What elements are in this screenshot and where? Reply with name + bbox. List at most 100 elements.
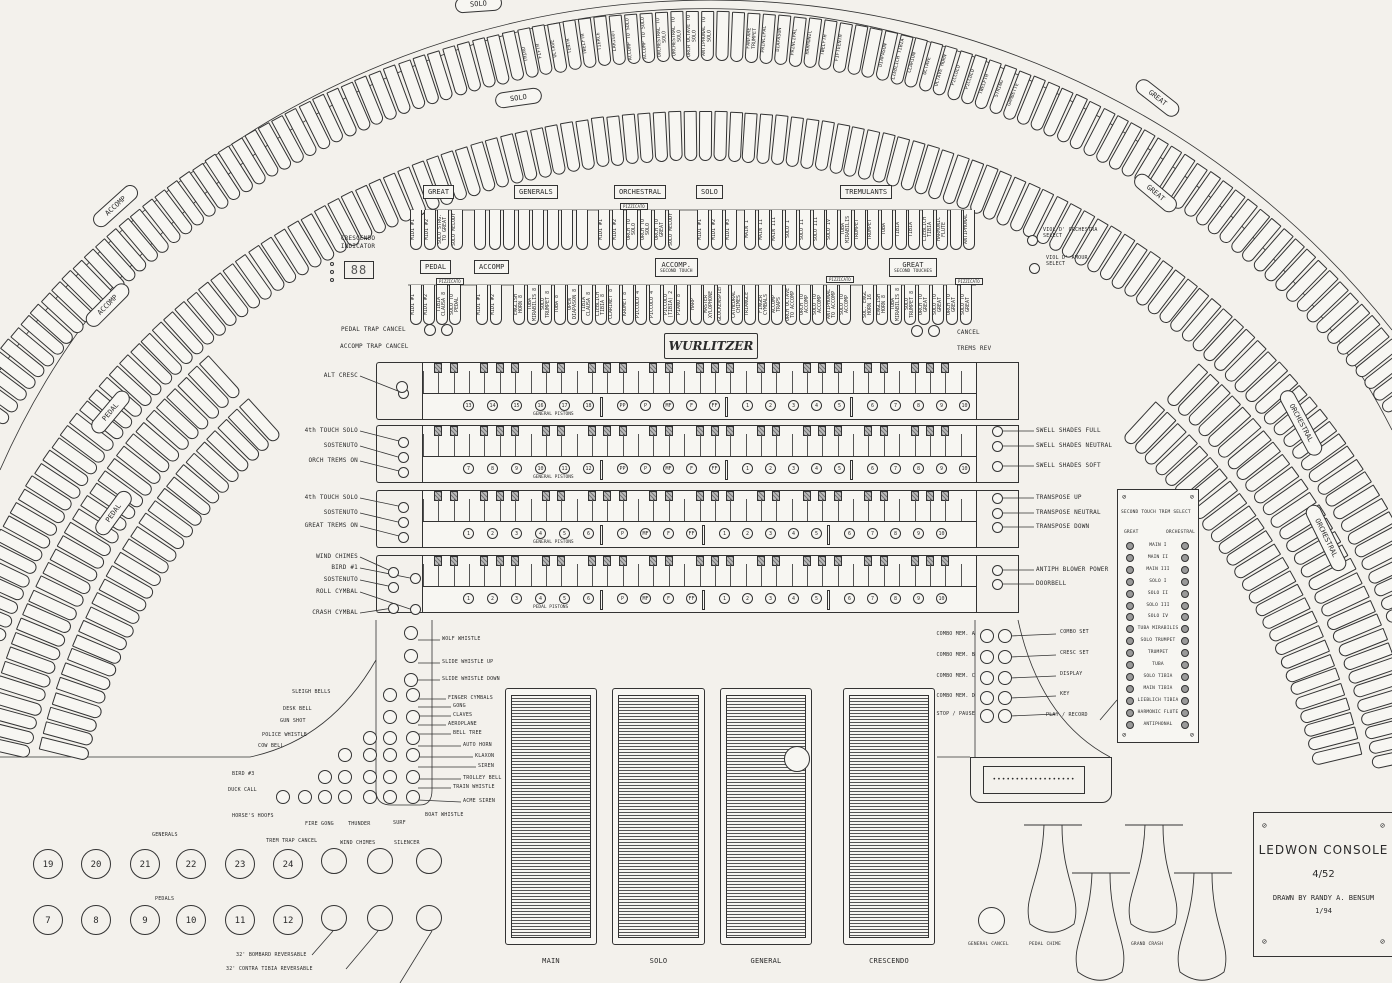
stop-tab-solo[interactable]: MIDI #1 bbox=[697, 210, 709, 250]
white-key[interactable] bbox=[837, 434, 854, 456]
great-trem-toggle[interactable] bbox=[1126, 577, 1134, 586]
stop-tab-great_second[interactable]: ORCH TO GREAT bbox=[946, 285, 958, 325]
stop-tab[interactable]: ANTIPHONAL TO SOLO bbox=[700, 10, 715, 62]
orchestral-trem-toggle[interactable] bbox=[1181, 649, 1189, 658]
stop-tab-generals[interactable] bbox=[561, 210, 573, 250]
orchestral-trem-toggle[interactable] bbox=[1181, 542, 1189, 550]
white-key[interactable] bbox=[484, 371, 500, 393]
white-key[interactable] bbox=[822, 434, 838, 456]
stop-tab-tremulants[interactable]: TIBIA bbox=[894, 210, 907, 250]
piston[interactable]: FF bbox=[686, 528, 697, 539]
piston[interactable]: FF bbox=[686, 593, 697, 604]
piston[interactable]: 10 bbox=[535, 463, 546, 474]
white-key[interactable] bbox=[545, 564, 562, 586]
control-button[interactable] bbox=[992, 493, 1003, 504]
white-key[interactable] bbox=[945, 499, 961, 521]
piston[interactable]: 14 bbox=[487, 400, 498, 411]
control-button[interactable] bbox=[398, 452, 409, 463]
control-button[interactable] bbox=[388, 582, 399, 593]
effect-button[interactable] bbox=[363, 770, 377, 784]
white-key[interactable] bbox=[607, 564, 623, 586]
white-key[interactable] bbox=[960, 564, 977, 586]
orchestral-trem-toggle[interactable] bbox=[1181, 720, 1189, 729]
white-key[interactable] bbox=[684, 371, 700, 393]
effect-button[interactable] bbox=[383, 748, 397, 762]
effect-button[interactable] bbox=[338, 770, 352, 784]
effect-button[interactable] bbox=[406, 748, 420, 762]
piston[interactable]: P bbox=[617, 593, 628, 604]
piston[interactable]: 8 bbox=[487, 463, 498, 474]
stop-tab-great[interactable]: SOLO MELODY bbox=[450, 210, 463, 250]
white-key[interactable] bbox=[945, 434, 961, 456]
stop-tab-tremulants[interactable]: SOLO II bbox=[798, 210, 811, 250]
piston[interactable]: 6 bbox=[867, 463, 878, 474]
piston[interactable]: 5 bbox=[834, 400, 845, 411]
white-key[interactable] bbox=[929, 434, 946, 456]
white-key[interactable] bbox=[684, 434, 700, 456]
great-trem-toggle[interactable] bbox=[1126, 553, 1134, 562]
piston[interactable]: 9 bbox=[913, 528, 924, 539]
white-key[interactable] bbox=[883, 499, 900, 521]
effect-button[interactable] bbox=[406, 731, 420, 745]
piston[interactable]: 5 bbox=[811, 528, 822, 539]
stop-tab-tremulants[interactable]: TIBIA bbox=[908, 210, 921, 250]
stop-tab-orchestral[interactable]: MIDI #1 bbox=[598, 210, 610, 250]
cancel-button[interactable] bbox=[911, 325, 923, 337]
white-key[interactable] bbox=[499, 434, 516, 456]
piston[interactable]: 15 bbox=[511, 400, 522, 411]
white-key[interactable] bbox=[730, 564, 746, 586]
orchestral-trem-toggle[interactable] bbox=[1181, 708, 1189, 717]
white-key[interactable] bbox=[945, 564, 961, 586]
orchestral-trem-toggle[interactable] bbox=[1181, 637, 1189, 646]
white-key[interactable] bbox=[883, 371, 900, 393]
white-key[interactable] bbox=[622, 434, 639, 456]
white-key[interactable] bbox=[499, 371, 516, 393]
stop-tab-tremulants[interactable]: MAIN II bbox=[757, 210, 770, 250]
white-key[interactable] bbox=[530, 434, 547, 456]
white-key[interactable] bbox=[499, 499, 516, 521]
white-key[interactable] bbox=[561, 371, 577, 393]
white-key[interactable] bbox=[438, 499, 454, 521]
white-key[interactable] bbox=[822, 499, 838, 521]
great-trem-toggle[interactable] bbox=[1126, 565, 1134, 574]
stop-tab-tremulants[interactable]: MAIN I bbox=[744, 210, 756, 250]
great-trem-toggle[interactable] bbox=[1126, 637, 1134, 646]
stop-tab-accomp_second[interactable]: CLARINET 8 bbox=[608, 285, 621, 325]
white-key[interactable] bbox=[699, 499, 716, 521]
effect-button[interactable] bbox=[404, 626, 418, 640]
white-key[interactable] bbox=[776, 371, 792, 393]
stop-tab-solo[interactable]: MIDI #3 bbox=[725, 210, 737, 250]
white-key[interactable] bbox=[515, 499, 531, 521]
stop-tab-accomp_second[interactable]: TUBA 8 bbox=[553, 285, 566, 325]
piston[interactable]: 7 bbox=[463, 463, 474, 474]
piston[interactable]: 2 bbox=[742, 593, 753, 604]
effect-button[interactable] bbox=[406, 790, 420, 804]
effect-button[interactable] bbox=[383, 688, 397, 702]
great-trem-toggle[interactable] bbox=[1126, 684, 1134, 693]
stop-tab-pedal[interactable]: TIBIA CLAUSA 8 bbox=[436, 285, 448, 325]
white-key[interactable] bbox=[561, 564, 577, 586]
stop-tab-generals[interactable] bbox=[575, 210, 588, 250]
white-key[interactable] bbox=[453, 499, 470, 521]
stop-tab-great[interactable]: MIDI #1 bbox=[410, 210, 422, 250]
white-key[interactable] bbox=[883, 564, 900, 586]
general-toe-stud[interactable]: 24 bbox=[273, 849, 303, 879]
white-key[interactable] bbox=[929, 564, 946, 586]
white-key[interactable] bbox=[607, 434, 623, 456]
great-trem-toggle[interactable] bbox=[1126, 649, 1134, 658]
effect-button[interactable] bbox=[338, 748, 352, 762]
effect-button[interactable] bbox=[383, 790, 397, 804]
white-key[interactable] bbox=[730, 434, 746, 456]
white-key[interactable] bbox=[453, 434, 470, 456]
white-key[interactable] bbox=[791, 434, 808, 456]
white-key[interactable] bbox=[807, 371, 823, 393]
piston[interactable]: 1 bbox=[719, 593, 730, 604]
white-key[interactable] bbox=[438, 434, 454, 456]
white-key[interactable] bbox=[622, 499, 639, 521]
piston[interactable]: MF bbox=[663, 400, 674, 411]
stop-tab-orchestral[interactable]: ORCH TO SOLO bbox=[640, 210, 652, 250]
white-key[interactable] bbox=[484, 564, 500, 586]
stop-tab-tremulants[interactable]: SOLO IV bbox=[826, 210, 839, 250]
stop-tab-pedal[interactable]: MIDI #2 bbox=[423, 285, 435, 325]
white-key[interactable] bbox=[438, 371, 454, 393]
